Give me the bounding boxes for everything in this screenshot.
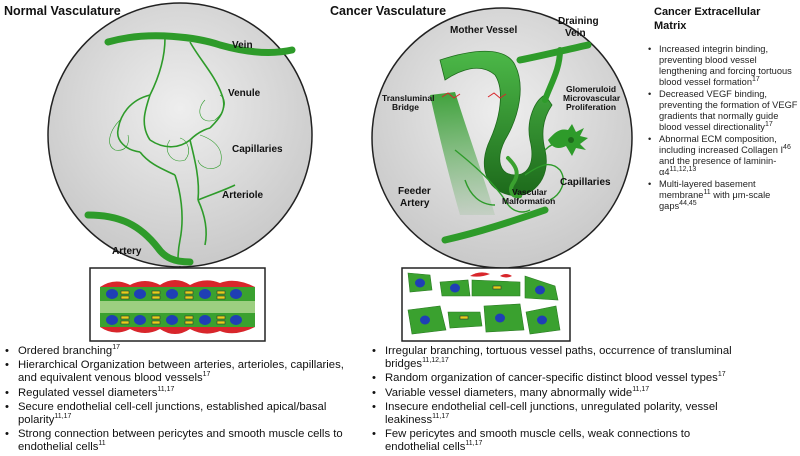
normal-nuclei xyxy=(106,289,242,325)
transluminal-label-1: Transluminal xyxy=(382,93,435,103)
cancer-junctions xyxy=(459,285,502,320)
normal-vein xyxy=(104,32,296,56)
cancer-bullet: Few pericytes and smooth muscle cells, w… xyxy=(372,428,732,454)
glomeruloid-label-3: Proliferation xyxy=(566,102,617,112)
cancer-bullet: Variable vessel diameters, many abnormal… xyxy=(372,386,732,400)
normal-bullet-list: Ordered branching17 Hierarchical Organiz… xyxy=(5,344,345,456)
cancer-pericytes xyxy=(470,272,512,278)
normal-bullet: Hierarchical Organization between arteri… xyxy=(5,359,345,385)
ecm-bullet: Abnormal ECM composition, including incr… xyxy=(648,134,800,178)
normal-bullet: Regulated vessel diameters11,17 xyxy=(5,386,345,400)
glomeruloid-label-2: Microvascular xyxy=(563,93,621,103)
cancer-faded-vessel xyxy=(430,92,495,215)
artery-label: Artery xyxy=(112,246,142,257)
mother-vessel-label: Mother Vessel xyxy=(450,25,518,36)
cancer-bullet-list: Irregular branching, tortuous vessel pat… xyxy=(372,345,732,456)
cancer-bullet: Irregular branching, tortuous vessel pat… xyxy=(372,345,732,371)
cancer-nuclei xyxy=(415,278,547,325)
cancer-bullet: Insecure endothelial cell-cell junctions… xyxy=(372,401,732,427)
ecm-bullet: Decreased VEGF binding, preventing the f… xyxy=(648,89,800,133)
normal-bullet: Ordered branching17 xyxy=(5,344,345,358)
cancer-title: Cancer Vasculature xyxy=(330,4,447,18)
feeder-artery-label-1: Feeder xyxy=(398,186,431,197)
cancer-cells xyxy=(407,272,561,335)
normal-bullet: Secure endothelial cell-cell junctions, … xyxy=(5,401,345,427)
normal-capillary-network xyxy=(116,37,236,261)
ecm-title-1: Cancer Extracellular xyxy=(654,6,761,18)
normal-artery xyxy=(84,211,194,266)
cancer-transluminal-bridges xyxy=(441,92,507,99)
cancer-feeder-artery xyxy=(441,206,549,244)
normal-lumen xyxy=(100,301,255,313)
normal-title: Normal Vasculature xyxy=(4,4,121,18)
ecm-bullet-list: Increased integrin binding, preventing b… xyxy=(648,44,800,213)
vascular-malformation-label-2: Malformation xyxy=(502,196,556,206)
cancer-vein-branch xyxy=(542,47,563,103)
cancer-vascular-malformation xyxy=(506,156,522,199)
draining-vein-label-2: Vein xyxy=(565,28,586,39)
glomeruloid-label-1: Glomeruloid xyxy=(566,84,617,94)
ecm-bullet: Increased integrin binding, preventing b… xyxy=(648,44,800,88)
normal-circle xyxy=(47,2,313,268)
ecm-bullet: Multi-layered basement membrane11 with μ… xyxy=(648,179,800,212)
cancer-capillaries-label: Capillaries xyxy=(560,177,611,188)
capillaries-label: Capillaries xyxy=(232,144,283,155)
venule-label: Venule xyxy=(228,88,261,99)
normal-fine-capillaries xyxy=(109,94,225,169)
draining-vein-label-1: Draining xyxy=(558,16,599,27)
normal-bullet: Strong connection between pericytes and … xyxy=(5,428,345,454)
vein-label: Vein xyxy=(232,40,253,51)
transluminal-label-2: Bridge xyxy=(392,102,419,112)
normal-vasculature-diagram xyxy=(47,2,313,342)
normal-pericytes xyxy=(100,280,255,334)
cancer-glomeruloid-proliferation xyxy=(548,124,588,156)
normal-junctions xyxy=(120,290,226,325)
cancer-bullet: Random organization of cancer-specific d… xyxy=(372,372,732,386)
cancer-mother-vessel xyxy=(439,50,553,197)
vascular-malformation-label-1: Vascular xyxy=(512,187,547,197)
feeder-artery-label-2: Artery xyxy=(400,198,430,209)
ecm-title-2: Matrix xyxy=(654,20,687,32)
cancer-draining-vein xyxy=(516,41,592,64)
cancer-vasculature-diagram xyxy=(371,7,633,342)
arteriole-label: Arteriole xyxy=(222,190,264,201)
